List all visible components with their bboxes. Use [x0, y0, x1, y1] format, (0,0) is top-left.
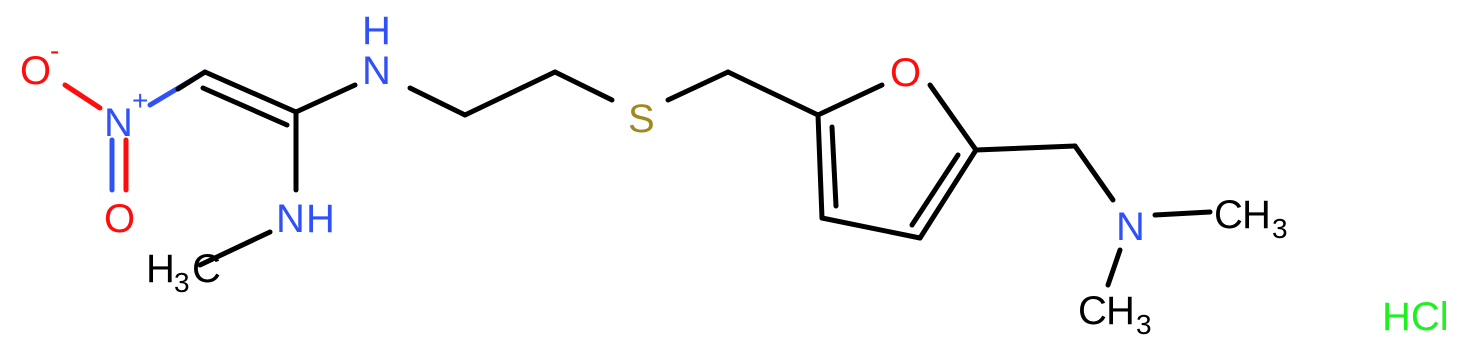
- atom-methyl-c: C: [192, 247, 221, 291]
- atom-methyl2-h: H: [1242, 193, 1271, 237]
- atom-n-dimethyl: N: [1116, 205, 1145, 249]
- bond-s-ch2: [665, 69, 731, 103]
- bond-cc-2: [200, 85, 290, 128]
- atom-labels: O - N + O N H N H H 3 C S O N C H 3 C H …: [20, 9, 1449, 340]
- bond-ch2-furan: [725, 69, 821, 118]
- atom-s: S: [628, 97, 655, 141]
- bond-furan-c2-o: [815, 82, 885, 118]
- bond-cc-1: [202, 69, 299, 115]
- atom-methyl3-sub: 3: [1136, 309, 1152, 340]
- charge-plus: +: [132, 85, 148, 116]
- bond-n-methyl3: [1105, 247, 1123, 288]
- atom-n-upper: N: [362, 49, 391, 93]
- atom-methyl2-sub: 3: [1272, 213, 1288, 244]
- atom-n-lower: N: [276, 197, 305, 241]
- bond-nplus-vinyl-b: [175, 69, 208, 92]
- bond-chain-2: [552, 69, 615, 103]
- atom-methyl-h: H: [146, 247, 175, 291]
- atom-h-upper: H: [362, 9, 391, 53]
- bond-furan-c5-c4: [917, 147, 979, 241]
- bonds: [62, 69, 1213, 288]
- charge-minus: -: [50, 35, 59, 66]
- atom-o-minus: O: [20, 49, 51, 93]
- bond-o-nplus: [62, 82, 103, 111]
- atom-methyl-sub: 3: [174, 267, 190, 298]
- bond-nh-ch2: [407, 85, 468, 118]
- bond-n-methyl2: [1152, 209, 1213, 218]
- atom-methyl2-c: C: [1214, 193, 1243, 237]
- atom-h-lower: H: [306, 197, 335, 241]
- atom-furan-o: O: [890, 51, 921, 95]
- bond-furan-o-c5: [927, 82, 979, 153]
- bond-furan-c4-c3: [819, 215, 923, 241]
- salt-hcl: HCl: [1382, 295, 1449, 339]
- atom-n-plus: N: [104, 101, 133, 145]
- bond-ch2-n: [1072, 143, 1116, 203]
- bond-c5-ch2: [973, 143, 1078, 153]
- atom-methyl3-h: H: [1106, 289, 1135, 333]
- bond-furan-c5-c4-inner: [909, 152, 961, 228]
- bond-nh-methyl: [197, 229, 273, 268]
- atom-o-double: O: [104, 197, 135, 241]
- bond-c-nh-upper: [293, 82, 358, 115]
- bond-furan-c3-c2-inner: [829, 124, 839, 209]
- bond-chain-1: [462, 69, 558, 118]
- bond-furan-c3-c2: [815, 112, 825, 221]
- atom-methyl3-c: C: [1078, 289, 1107, 333]
